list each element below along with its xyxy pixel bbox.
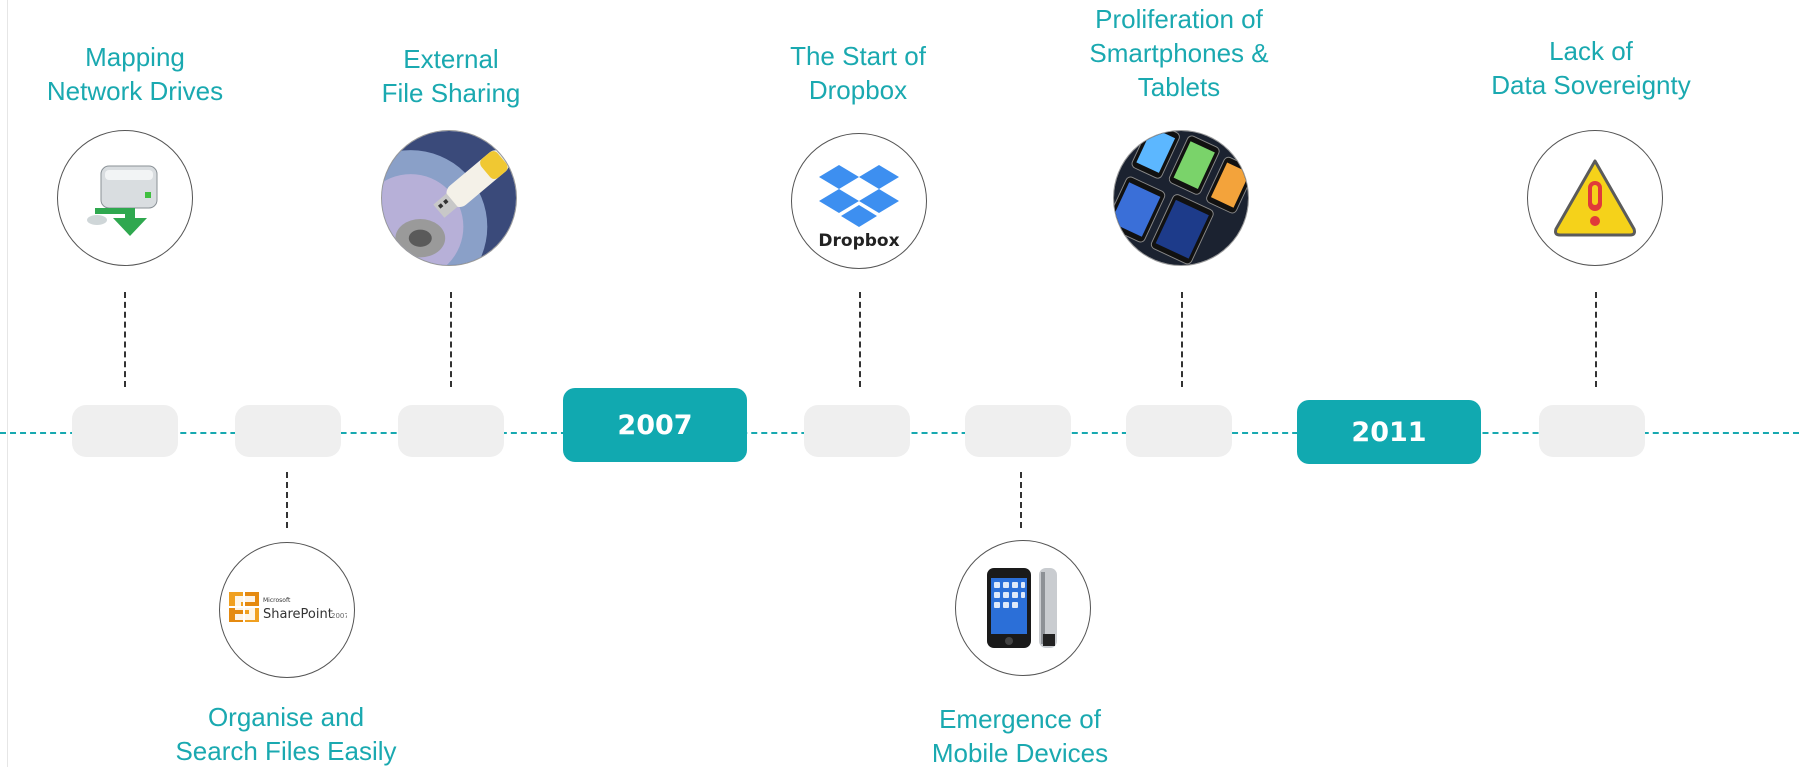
- warning-icon: [1527, 130, 1663, 266]
- iphone-icon: [955, 540, 1091, 676]
- connector-smartphones: [1181, 292, 1183, 387]
- usb-drive-disc-icon: [381, 130, 517, 266]
- milestone-marker-mobile: [965, 405, 1071, 457]
- connector-sovereignty: [1595, 292, 1597, 387]
- connector-organise: [286, 472, 288, 528]
- year-2007-marker: 2007: [563, 388, 747, 462]
- milestone-marker-organise: [235, 405, 341, 457]
- sharepoint-logo-icon: Microsoft SharePoint 2007: [219, 542, 355, 678]
- sharepoint-version-text: 2007: [331, 612, 347, 620]
- dropbox-logo-text: Dropbox: [818, 231, 899, 251]
- milestone-marker-sovereignty: [1539, 405, 1645, 457]
- smartphones-tablets-icon: [1113, 130, 1249, 266]
- milestone-marker-dropbox: [804, 405, 910, 457]
- connector-external: [450, 292, 452, 387]
- connector-dropbox: [859, 292, 861, 387]
- dropbox-logo-icon: Dropbox: [791, 133, 927, 269]
- connector-mapping: [124, 292, 126, 387]
- sharepoint-product-text: SharePoint: [263, 607, 333, 622]
- milestone-marker-mapping: [72, 405, 178, 457]
- page-edge-line: [7, 0, 8, 767]
- connector-mobile: [1020, 472, 1022, 528]
- milestone-marker-smartphones: [1126, 405, 1232, 457]
- sharepoint-brand-text: Microsoft: [263, 597, 291, 604]
- network-drive-icon: [57, 130, 193, 266]
- milestone-marker-external: [398, 405, 504, 457]
- year-2011-marker: 2011: [1297, 400, 1481, 464]
